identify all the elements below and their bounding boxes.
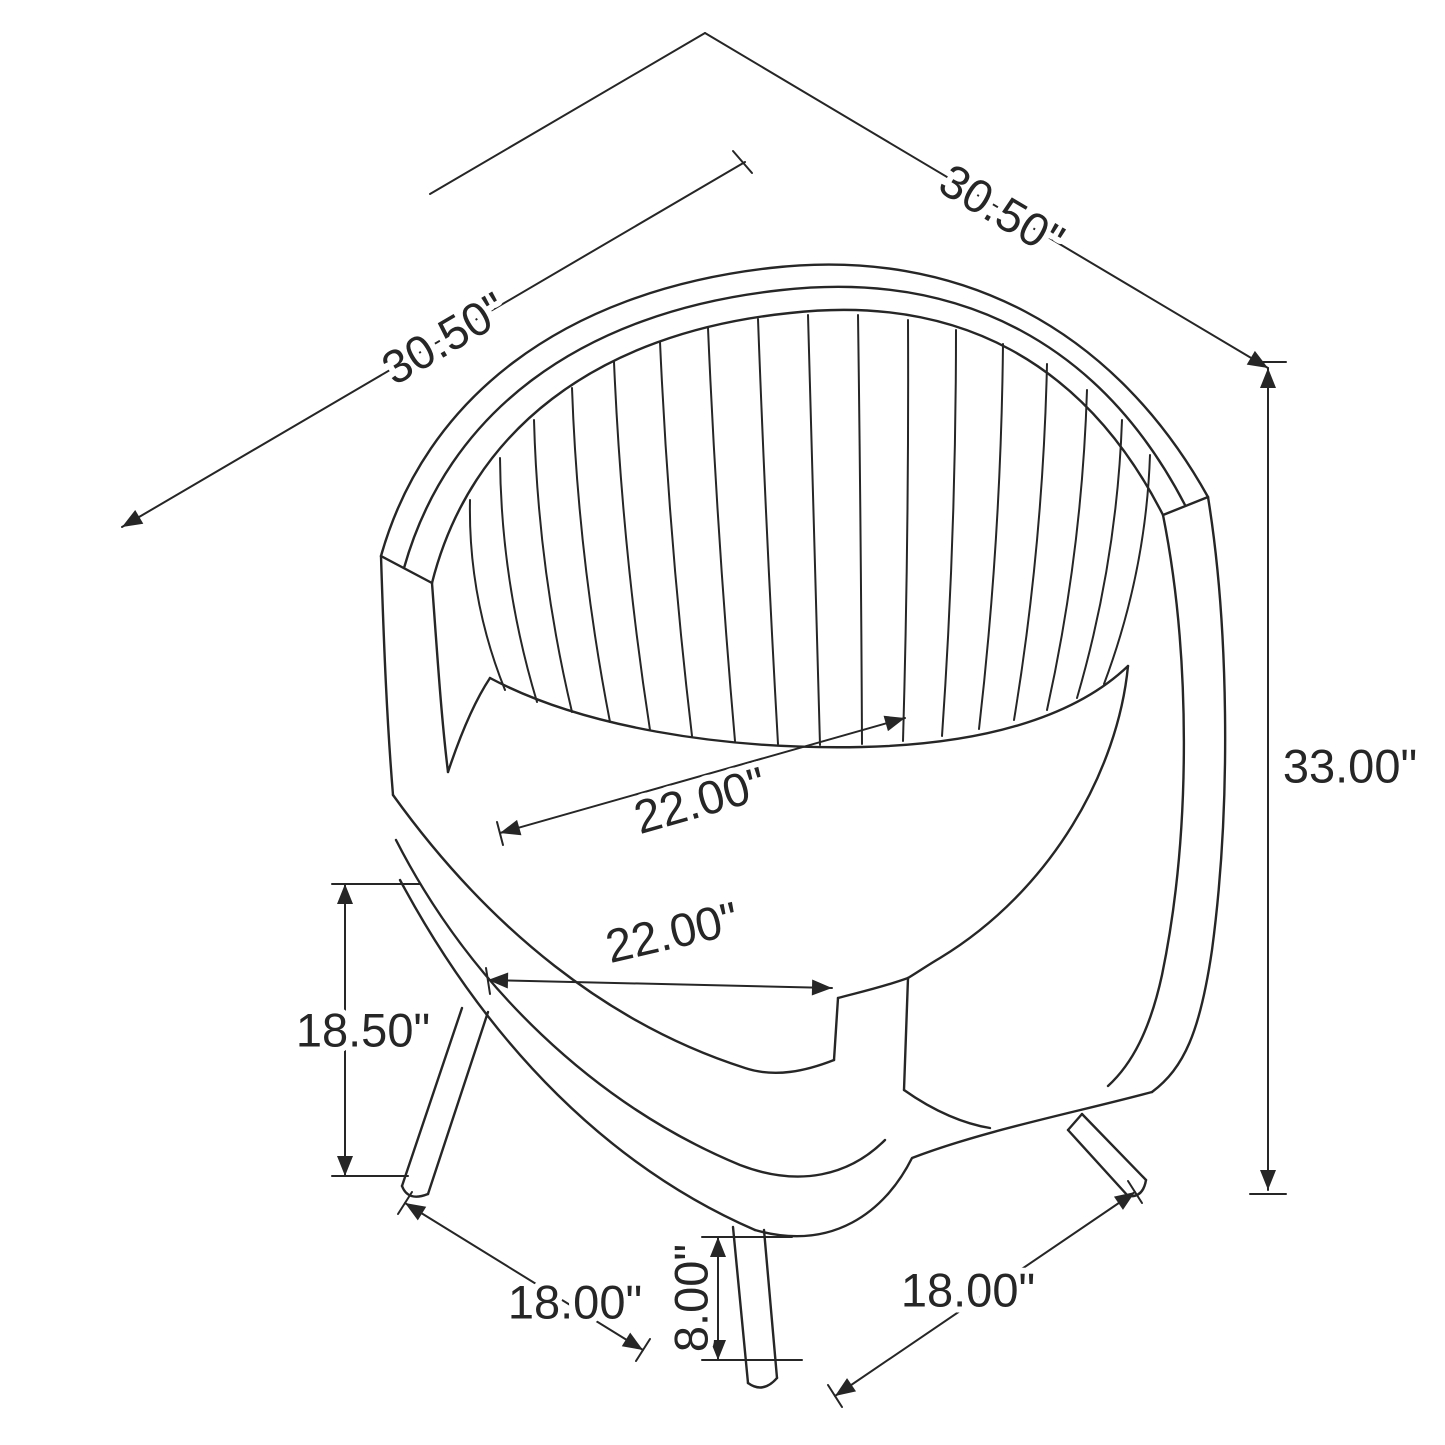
skirt-bottom-front [398,878,757,1232]
channel-rib [659,341,693,737]
chair-drawing [379,263,1227,1389]
channel-rib [613,361,651,731]
arm-notch-bottom-edge [902,1088,992,1130]
chair-right-panel [1106,495,1227,1094]
leg-top [1066,1112,1084,1132]
skirt-piping-seam [394,838,887,1178]
channel-rib [533,419,573,713]
rail-outer-curve [379,263,1210,558]
right-arm-inner-edge [906,664,1130,980]
left-arm-outer-edge [379,554,395,797]
channel-rib [468,499,506,691]
rail-inner-curve [430,308,1165,585]
leg-edge [400,1006,464,1188]
channel-rib [1046,389,1088,711]
chair-back-channels [468,314,1151,749]
dimension-label-leg-spread-left: 18.00" [508,1276,642,1329]
chair-left-arm [379,554,492,797]
rail-left-cap [379,554,434,585]
right-leg [1066,1112,1148,1198]
dimension-top-depth: 30.50" [121,32,753,528]
dimension-tick [496,821,504,846]
dimension-top-width: 30.50" [704,32,1269,369]
channel-rib [1076,419,1123,699]
seat-back-junction [488,664,1130,749]
left-arm-inner-edge [430,581,450,774]
skirt-bottom-right [753,1090,1154,1238]
dimension-label-overall-height: 33.00" [1283,740,1417,793]
chair-back-rail [379,263,1210,585]
dimension-line [121,161,746,528]
channel-rib [571,387,611,723]
rail-mid-curve [402,285,1187,570]
dimension-tick [827,1384,843,1408]
right-panel-seam [1106,513,1186,1088]
dimension-tick [732,150,753,174]
channel-rib [707,327,736,742]
leg-edge [1066,1128,1130,1198]
right-panel-outer-edge [1150,495,1227,1094]
dimension-leg-spread-left: 18.00" [397,1191,651,1362]
dimension-tick [485,967,491,995]
dimension-overall-height: 33.00" [1249,361,1423,1195]
channel-rib [941,329,957,737]
channel-rib [1013,363,1048,721]
channel-rib [499,457,538,703]
chair-base-skirt [394,838,1154,1238]
dimension-label-seat-width: 22.00" [601,891,744,973]
dimension-line [404,1202,644,1351]
leg-edge [762,1228,779,1380]
leg-edge [426,1010,490,1196]
dimension-label-leg-spread-right: 18.00" [901,1264,1035,1317]
dimension-seat-width: 22.00" [485,885,833,996]
channel-rib [807,314,821,746]
dimension-tick [397,1191,413,1215]
dimension-leg-spread-right: 18.00" [827,1180,1143,1408]
dimension-label-seat-height: 18.50" [296,1004,430,1057]
rail-right-cap [1161,495,1210,517]
chair-legs [400,1006,1148,1389]
chair-seat [391,793,836,1074]
seat-front-edge [391,793,836,1074]
dimension-line [704,32,1269,369]
dimension-line [834,1191,1136,1397]
arm-notch-left-edge [832,996,840,1062]
channel-rib [757,318,779,745]
seat-left-edge [446,676,492,774]
channel-rib [902,319,910,742]
dimension-label-leg-height: 8.00" [665,1244,718,1352]
front-left-leg [400,1006,490,1198]
arm-notch-right-edge [902,976,910,1092]
right-arm-front-top [836,976,910,1000]
dimension-seat-depth: 22.00" [496,715,906,850]
dimension-label-seat-depth: 22.00" [628,756,772,844]
leg-edge [1080,1112,1148,1182]
channel-rib [978,343,1004,730]
leg-foot [400,1184,430,1198]
leg-edge [731,1225,750,1385]
chair-right-arm [832,664,1130,1130]
dimension-tick [635,1338,651,1362]
dimension-seat-height: 18.50" [290,883,436,1177]
front-center-leg [731,1225,779,1389]
channel-rib [1103,454,1151,685]
dimension-tick [1127,1180,1143,1204]
dimension-label-top-width: 30.50" [931,153,1074,267]
leg-foot [746,1376,779,1389]
dimension-line [487,972,833,996]
dimension-leg-height: 8.00" [659,1236,803,1361]
dimension-line [499,715,906,836]
channel-rib [857,314,863,745]
extension-line [429,32,706,195]
